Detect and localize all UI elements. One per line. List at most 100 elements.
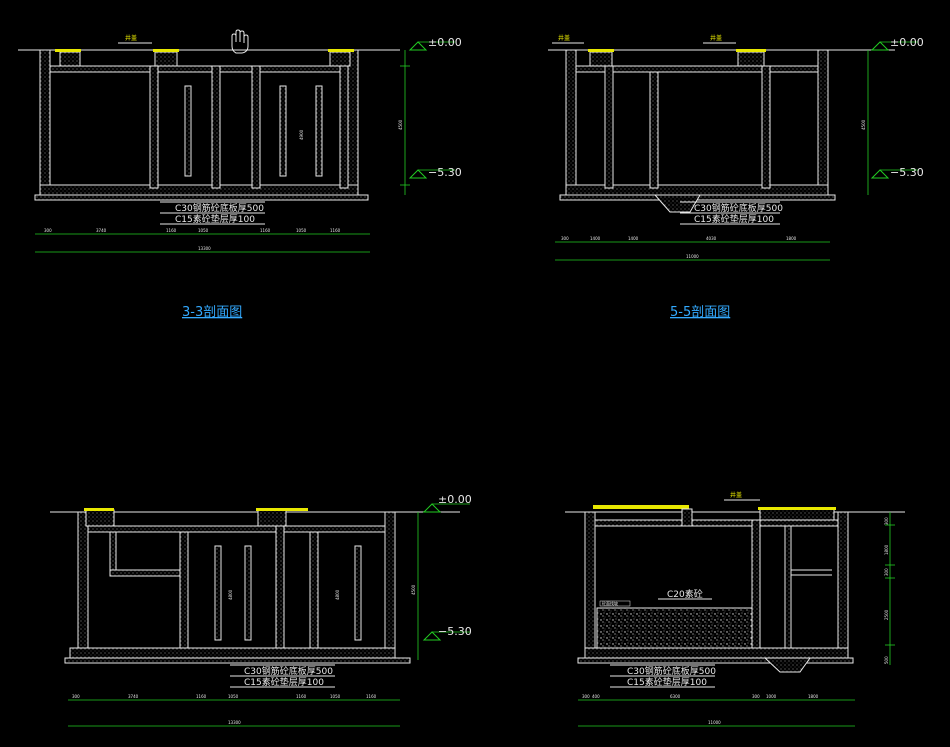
slab-note: C30钢筋砼底板厚500 — [244, 665, 333, 677]
lid-label: 井盖 — [710, 34, 722, 42]
slab-note: C30钢筋砼底板厚500 — [175, 202, 264, 214]
svg-text:−5.30: −5.30 — [428, 166, 462, 179]
inner-wall — [784, 525, 792, 649]
section-bottom-left: 4800 4800 C30钢筋砼底板厚500 C15素砼垫层厚100 ±0.00… — [50, 493, 472, 727]
left-wall — [584, 511, 596, 653]
baffle — [279, 85, 287, 177]
inner-wall — [251, 65, 261, 189]
svg-text:400: 400 — [592, 694, 600, 699]
small-label: 砼面找坡 — [602, 600, 618, 606]
svg-text:11000: 11000 — [708, 720, 721, 725]
left-wall — [77, 511, 89, 653]
svg-text:−5.30: −5.30 — [890, 166, 924, 179]
svg-text:4030: 4030 — [706, 236, 717, 241]
svg-text:6300: 6300 — [670, 694, 681, 699]
svg-text:1050: 1050 — [228, 694, 239, 699]
inner-dim: 4900 — [299, 129, 304, 140]
vertical-dim: 500 — [884, 656, 889, 664]
level-marker-bottom: −5.30 — [408, 166, 462, 179]
inner-wall — [211, 65, 221, 189]
svg-text:300: 300 — [582, 694, 590, 699]
svg-text:1400: 1400 — [590, 236, 601, 241]
svg-text:13300: 13300 — [198, 246, 211, 251]
manhole-lid — [736, 49, 766, 52]
manhole-lid — [84, 508, 114, 511]
manhole-neck — [154, 51, 178, 67]
base-slab — [69, 647, 396, 659]
svg-text:1000: 1000 — [766, 694, 777, 699]
inner-dim: 4800 — [228, 589, 233, 600]
svg-text:300: 300 — [752, 694, 760, 699]
manhole-neck — [681, 508, 693, 527]
top-slab — [575, 65, 819, 73]
inner-wall — [761, 65, 771, 189]
manhole-neck — [59, 51, 81, 67]
blinding-note: C15素砼垫层厚100 — [694, 213, 774, 225]
section-bottom-right: C20素砼 砼面找坡 井盖 C30钢筋砼底板厚500 C15素砼垫层厚100 3… — [565, 491, 905, 727]
manhole-neck — [85, 509, 115, 527]
svg-text:1050: 1050 — [296, 228, 307, 233]
level-marker-bottom: −5.30 — [870, 166, 924, 179]
inner-wall — [339, 65, 349, 189]
manhole-neck — [257, 509, 287, 527]
lid-label: 井盖 — [558, 34, 570, 42]
blinding-layer — [577, 657, 854, 664]
svg-text:300: 300 — [561, 236, 569, 241]
slab-note: C30钢筋砼底板厚500 — [694, 202, 783, 214]
svg-text:1160: 1160 — [330, 228, 341, 233]
manhole-lid — [256, 508, 308, 511]
svg-text:1160: 1160 — [260, 228, 271, 233]
baffle — [315, 85, 323, 177]
svg-text:±0.00: ±0.00 — [438, 493, 472, 506]
blinding-layer — [64, 657, 411, 664]
manhole-neck — [589, 51, 613, 67]
blinding-layer — [34, 194, 369, 201]
svg-text:1160: 1160 — [166, 228, 177, 233]
inner-wall — [751, 519, 761, 649]
blinding-note: C15素砼垫层厚100 — [244, 676, 324, 688]
svg-text:1160: 1160 — [366, 694, 377, 699]
inner-wall — [604, 65, 614, 189]
manhole-neck — [759, 508, 835, 521]
inner-wall — [179, 531, 189, 649]
hand-cursor-icon — [231, 29, 249, 54]
baffle — [244, 545, 252, 641]
svg-text:13300: 13300 — [228, 720, 241, 725]
right-wall — [384, 511, 396, 653]
vertical-dim: 4500 — [411, 584, 416, 595]
section-title: 5-5剖面图 — [670, 305, 730, 320]
section-3-3: 井盖 C30钢筋砼底板厚500 C15素砼垫层厚100 ±0.00 −5.30 … — [18, 29, 462, 320]
manhole-lid — [758, 507, 836, 510]
right-wall — [817, 49, 829, 191]
svg-text:3740: 3740 — [128, 694, 139, 699]
inner-dim: 4800 — [335, 589, 340, 600]
blinding-note: C15素砼垫层厚100 — [175, 213, 255, 225]
concrete-fill — [596, 607, 753, 649]
manhole-lid — [588, 49, 614, 52]
svg-text:1800: 1800 — [786, 236, 797, 241]
manhole-neck — [329, 51, 351, 67]
vertical-dim: 2500 — [884, 609, 889, 620]
left-wall — [39, 49, 51, 191]
level-marker-top: ±0.00 — [422, 493, 472, 513]
inner-wall — [275, 511, 285, 649]
svg-text:1160: 1160 — [296, 694, 307, 699]
base-slab — [584, 647, 849, 659]
level-marker-bottom: −5.30 — [422, 625, 472, 641]
base-slab — [39, 184, 359, 196]
right-wall — [837, 511, 849, 653]
fill-label: C20素砼 — [667, 588, 703, 600]
inner-wall — [309, 531, 319, 649]
section-title: 3-3剖面图 — [182, 305, 242, 320]
svg-text:±0.00: ±0.00 — [428, 36, 462, 49]
svg-text:11000: 11000 — [686, 254, 699, 259]
section-5-5: 井盖 井盖 C30钢筋砼底板厚500 C15素砼垫层厚100 ±0.00 −5.… — [548, 34, 924, 320]
slab-note: C30钢筋砼底板厚500 — [627, 665, 716, 677]
manhole-lid — [593, 505, 689, 509]
manhole-lid — [328, 49, 354, 52]
baffle — [354, 545, 362, 641]
manhole-lid — [55, 49, 81, 52]
lid-label: 井盖 — [125, 34, 137, 42]
vertical-dim: 300 — [884, 517, 889, 525]
